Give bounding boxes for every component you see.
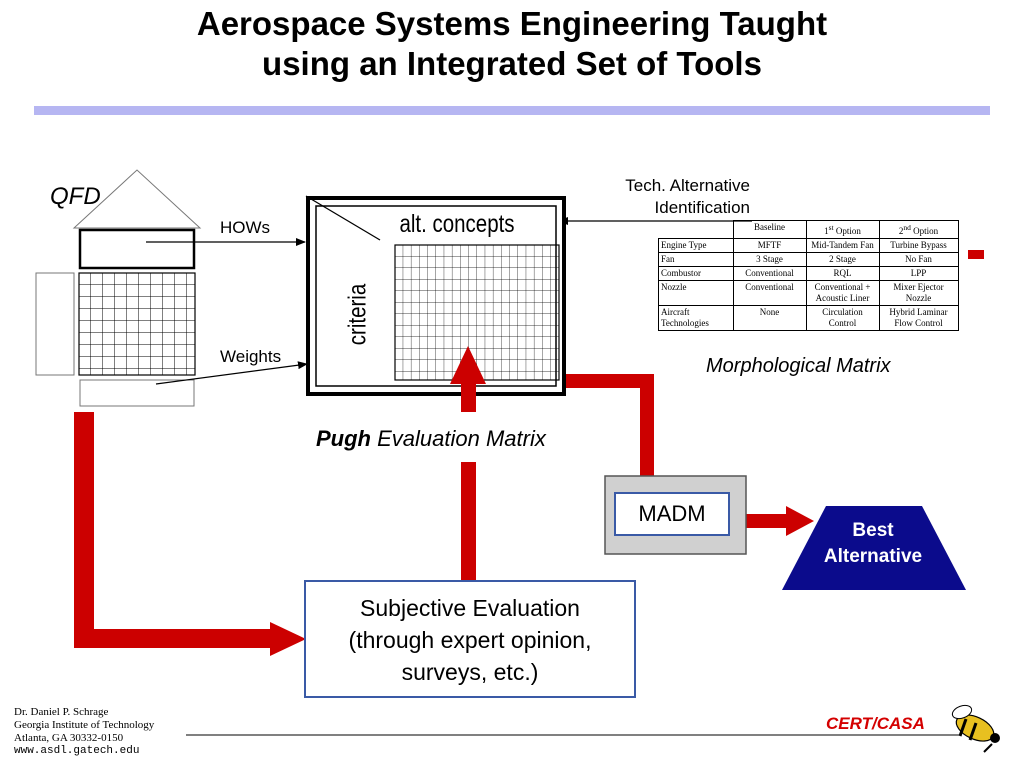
table-header-row: Baseline 1st Option 2nd Option <box>658 220 959 239</box>
morph-corner-dash <box>968 250 984 259</box>
slide-title-line-2: using an Integrated Set of Tools <box>262 45 762 82</box>
table-header-cell: 1st Option <box>805 220 880 239</box>
madm-to-best-arrow-head <box>786 506 814 536</box>
pugh-caption-rest: Evaluation Matrix <box>371 426 546 451</box>
flow-arrows <box>74 250 984 656</box>
best-alternative-line-2: Alternative <box>823 546 923 567</box>
table-cell: Conventional <box>732 280 807 306</box>
hows-label: HOWs <box>220 218 271 237</box>
pugh-matrix-caption: Pugh Evaluation Matrix <box>316 426 546 452</box>
table-cell: No Fan <box>878 252 959 267</box>
table-cell: Engine Type <box>658 238 734 253</box>
subjective-to-pugh-arrow-head <box>450 346 486 384</box>
slide-title-line-1: Aerospace Systems Engineering Taught <box>196 5 828 42</box>
best-alternative-label: Best Alternative <box>808 518 938 570</box>
footer-credits: Dr. Daniel P. Schrage Georgia Institute … <box>14 706 154 758</box>
qfd-house <box>35 169 202 407</box>
qfd-to-subjective-arrow-shaft-horizontal <box>94 629 270 648</box>
table-cell: LPP <box>878 266 959 281</box>
morphological-matrix-table: Baseline 1st Option 2nd Option Engine Ty… <box>658 220 959 331</box>
table-cell: MFTF <box>732 238 807 253</box>
table-cell: Combustor <box>658 266 734 281</box>
footer-website: www.asdl.gatech.edu <box>14 745 140 757</box>
table-header-cell: Baseline <box>732 220 807 239</box>
criteria-label: criteria <box>343 283 372 346</box>
cert-casa-logo: CERT/CASA <box>826 714 925 733</box>
footer-institution: Georgia Institute of Technology <box>14 719 155 731</box>
pugh-matrix <box>305 195 566 396</box>
table-row: Combustor Conventional RQL LPP <box>658 266 959 281</box>
table-row: Nozzle Conventional Conventional + Acous… <box>658 280 959 306</box>
qfd-label: QFD <box>50 183 101 210</box>
madm-box: MADM <box>614 492 730 536</box>
weights-label: Weights <box>220 347 282 366</box>
weights-arrow <box>155 361 308 385</box>
table-cell: Fan <box>658 252 734 267</box>
pugh-caption-bold: Pugh <box>316 426 371 451</box>
table-cell: Nozzle <box>658 280 734 306</box>
slide-title: Aerospace Systems Engineering Taught usi… <box>0 4 1024 84</box>
table-cell: 3 Stage <box>732 252 807 267</box>
subjective-to-pugh-arrow-shaft-lower <box>461 462 476 580</box>
qfd-to-subjective-arrow-shaft-vertical <box>74 412 94 648</box>
alt-concepts-label: alt. concepts <box>399 210 515 238</box>
subjective-line-2: (through expert opinion, <box>348 627 592 653</box>
table-cell: Mixer Ejector Nozzle <box>878 280 959 306</box>
table-row: Engine Type MFTF Mid-Tandem Fan Turbine … <box>658 238 959 253</box>
table-cell: Hybrid Laminar Flow Control <box>878 305 959 331</box>
table-cell: Turbine Bypass <box>878 238 959 253</box>
table-cell: None <box>732 305 807 331</box>
table-cell: Aircraft Technologies <box>658 305 734 331</box>
table-cell: Mid-Tandem Fan <box>805 238 880 253</box>
tech-alternative-label: Tech. Alternative Identification <box>560 175 750 219</box>
table-row: Fan 3 Stage 2 Stage No Fan <box>658 252 959 267</box>
best-alternative-shape <box>782 506 966 590</box>
title-underline <box>34 106 990 115</box>
table-header-cell <box>658 220 734 239</box>
pugh-to-madm-arrow-shaft-vertical <box>640 374 654 494</box>
pugh-to-madm-arrow-shaft-horizontal <box>566 374 652 388</box>
madm-to-best-arrow-shaft <box>746 514 788 528</box>
subjective-evaluation-box: Subjective Evaluation (through expert op… <box>304 580 636 698</box>
table-cell: Conventional + Acoustic Liner <box>805 280 880 306</box>
qfd-to-subjective-arrow-head <box>270 622 306 656</box>
tech-alternative-line-2: Identification <box>654 198 750 217</box>
footer-address: Atlanta, GA 30332-0150 <box>14 732 124 744</box>
subjective-to-pugh-arrow-shaft-upper <box>461 382 476 412</box>
table-cell: Conventional <box>732 266 807 281</box>
table-cell: RQL <box>805 266 880 281</box>
subjective-line-1: Subjective Evaluation <box>360 595 580 621</box>
table-cell: Circulation Control <box>805 305 880 331</box>
morphological-matrix-caption: Morphological Matrix <box>706 355 891 377</box>
subjective-line-3: surveys, etc.) <box>401 659 539 685</box>
table-header-cell: 2nd Option <box>878 220 959 239</box>
footer-author: Dr. Daniel P. Schrage <box>14 706 109 718</box>
tech-alternative-line-1: Tech. Alternative <box>625 176 750 195</box>
best-alternative-line-1: Best <box>852 520 894 541</box>
bee-logo <box>951 704 1000 753</box>
table-row: Aircraft Technologies None Circulation C… <box>658 305 959 331</box>
table-cell: 2 Stage <box>805 252 880 267</box>
